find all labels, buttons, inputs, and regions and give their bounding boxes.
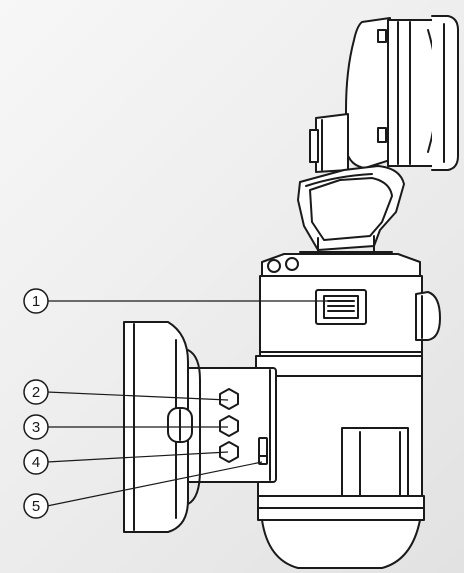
- leader-line-2: [46, 391, 229, 401]
- callout-5-number: 5: [32, 498, 40, 515]
- callout-2: 2: [23, 379, 49, 405]
- part-4-knob: [219, 441, 239, 463]
- part-3-knob: [219, 415, 239, 437]
- leader-line-5: [46, 461, 263, 507]
- callout-1: 1: [23, 288, 49, 314]
- callout-5: 5: [23, 493, 49, 519]
- callout-2-number: 2: [32, 384, 40, 401]
- callout-4: 4: [23, 449, 49, 475]
- callout-3-number: 3: [32, 419, 40, 436]
- leader-line-4: [46, 451, 229, 463]
- callout-4-number: 4: [32, 454, 40, 471]
- part-5-indicator: [258, 437, 268, 465]
- swivel-joint: [297, 165, 405, 257]
- callout-1-number: 1: [32, 293, 40, 310]
- part-1-switch: [315, 289, 367, 325]
- lamp-head: [309, 15, 459, 173]
- callout-3: 3: [23, 414, 49, 440]
- part-2-knob: [219, 388, 239, 410]
